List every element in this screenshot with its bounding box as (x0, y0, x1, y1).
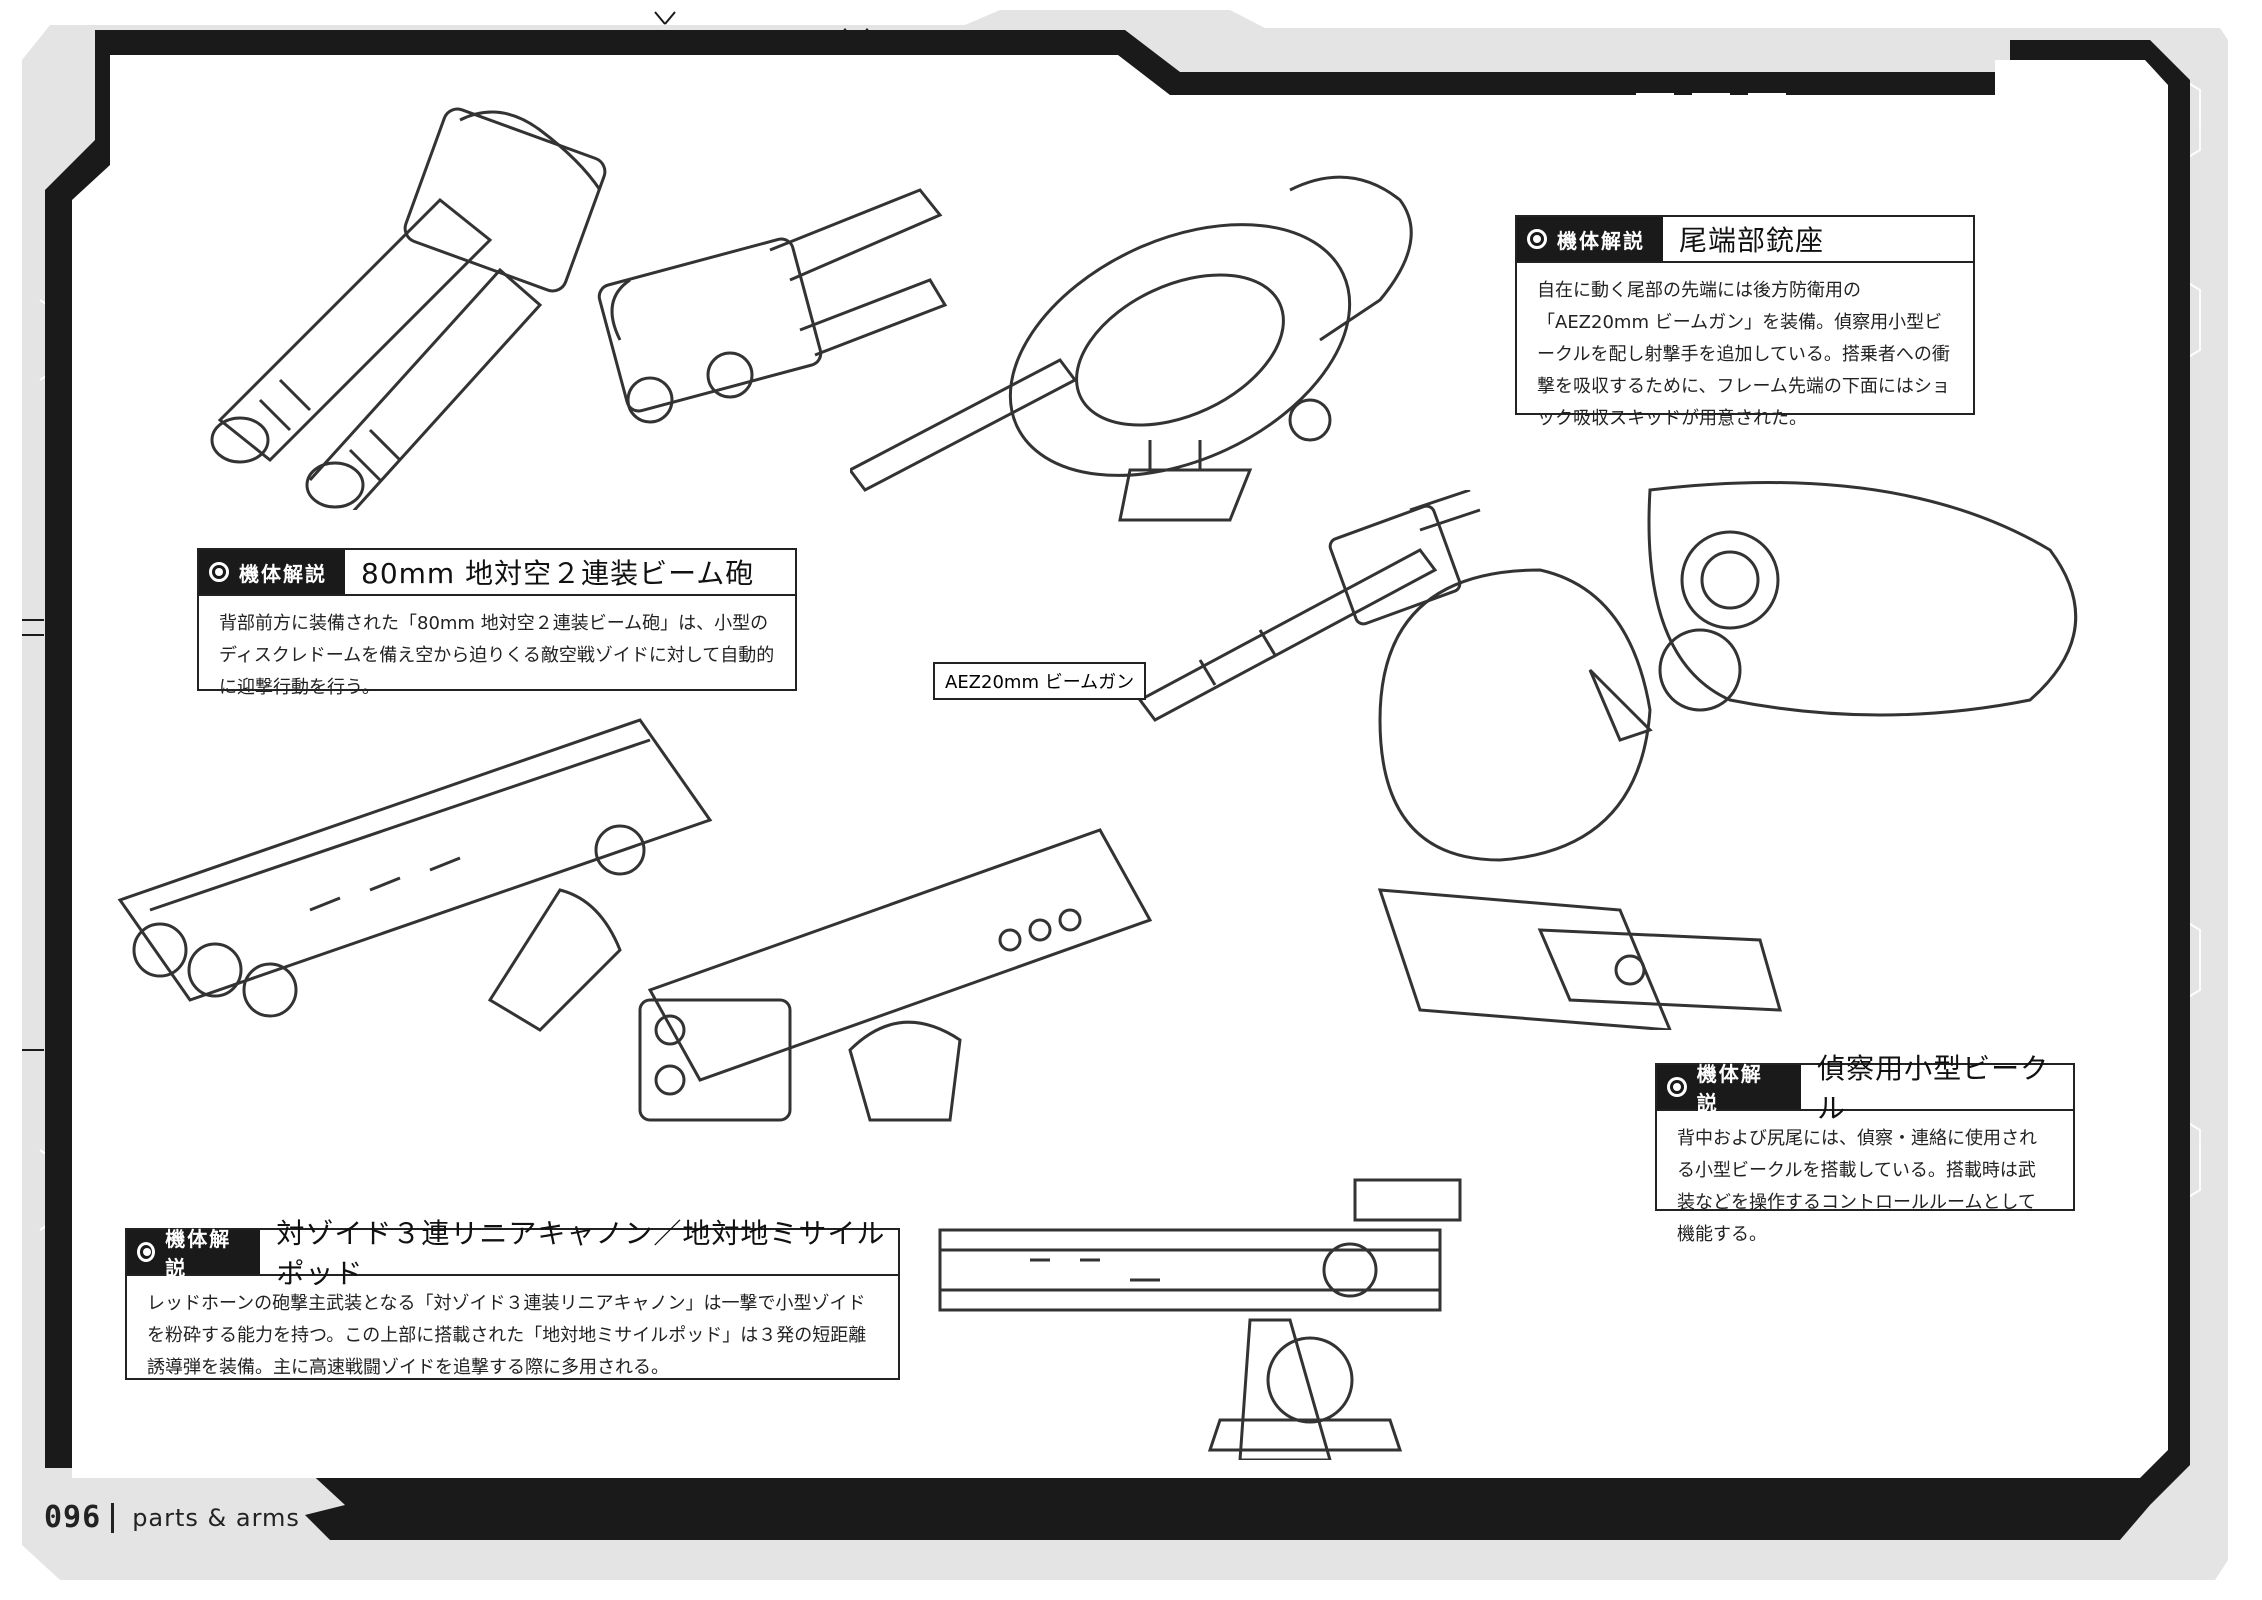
description-box-tail-turret: 機体解説 尾端部銃座 自在に動く尾部の先端には後方防衛用の「AEZ20mm ビー… (1515, 215, 1975, 429)
tag-label: 機体解説 (165, 1227, 232, 1280)
linear-cannon-illustration (117, 718, 713, 1032)
tag-label: 機体解説 (239, 561, 327, 586)
beam-gun-callout: AEZ20mm ビームガン (933, 662, 1147, 700)
description-box-beam-cannon: 機体解説 80mm 地対空２連装ビーム砲 背部前方に装備された「80mm 地対空… (197, 548, 797, 698)
gear-icon (1527, 229, 1547, 249)
description-box-recon-vehicle: 機体解説 偵察用小型ビークル 背中および尻尾には、偵察・連絡に使用される小型ビー… (1655, 1052, 2075, 1245)
page-footer: 096 parts & arms (44, 1500, 300, 1535)
tail-turret-illustration (850, 175, 1413, 522)
frame-square (1748, 93, 1786, 131)
commentary-tag: 機体解説 (127, 1227, 261, 1280)
tag-label: 機体解説 (1557, 228, 1645, 253)
box-title: 対ゾイド３連リニアキャノン／地対地ミサイルポッド (276, 1217, 886, 1290)
aez20mm-beam-gun-illustration (1137, 490, 1481, 722)
commentary-tag: 機体解説 (199, 550, 345, 594)
footer-divider (111, 1502, 115, 1533)
box-title: 80mm 地対空２連装ビーム砲 (361, 557, 755, 590)
box-body: 背部前方に装備された「80mm 地対空２連装ビーム砲」は、小型のディスクレドーム… (219, 613, 775, 698)
frame-square (1636, 93, 1674, 131)
section-name: parts & arms (132, 1503, 300, 1532)
twin-beam-cannon-illustration (210, 107, 607, 510)
turret-mount-illustration (938, 1178, 1462, 1460)
box-body: 背中および尻尾には、偵察・連絡に使用される小型ビークルを搭載している。搭載時は武… (1677, 1128, 2037, 1245)
recon-vehicle-illustration (1377, 481, 2078, 1030)
tag-label: 機体解説 (1696, 1062, 1763, 1115)
gear-icon (1667, 1077, 1687, 1097)
frame-square (1692, 93, 1730, 131)
box-title: 尾端部銃座 (1679, 224, 1825, 257)
box-title: 偵察用小型ビークル (1817, 1052, 2050, 1125)
page-number: 096 (44, 1500, 102, 1535)
box-body: 自在に動く尾部の先端には後方防衛用の「AEZ20mm ビームガン」を装備。偵察用… (1537, 280, 1950, 429)
missile-pod-illustration (638, 828, 1153, 1122)
commentary-tag: 機体解説 (1657, 1062, 1802, 1115)
gear-icon (137, 1242, 156, 1262)
description-box-linear-cannon: 機体解説 対ゾイド３連リニアキャノン／地対地ミサイルポッド レッドホーンの砲撃主… (125, 1217, 900, 1380)
twin-beam-cannon-alt-illustration (597, 188, 948, 424)
commentary-tag: 機体解説 (1517, 217, 1663, 261)
gear-icon (209, 562, 229, 582)
box-body: レッドホーンの砲撃主武装となる「対ゾイド３連装リニアキャノン」は一撃で小型ゾイド… (147, 1293, 867, 1378)
